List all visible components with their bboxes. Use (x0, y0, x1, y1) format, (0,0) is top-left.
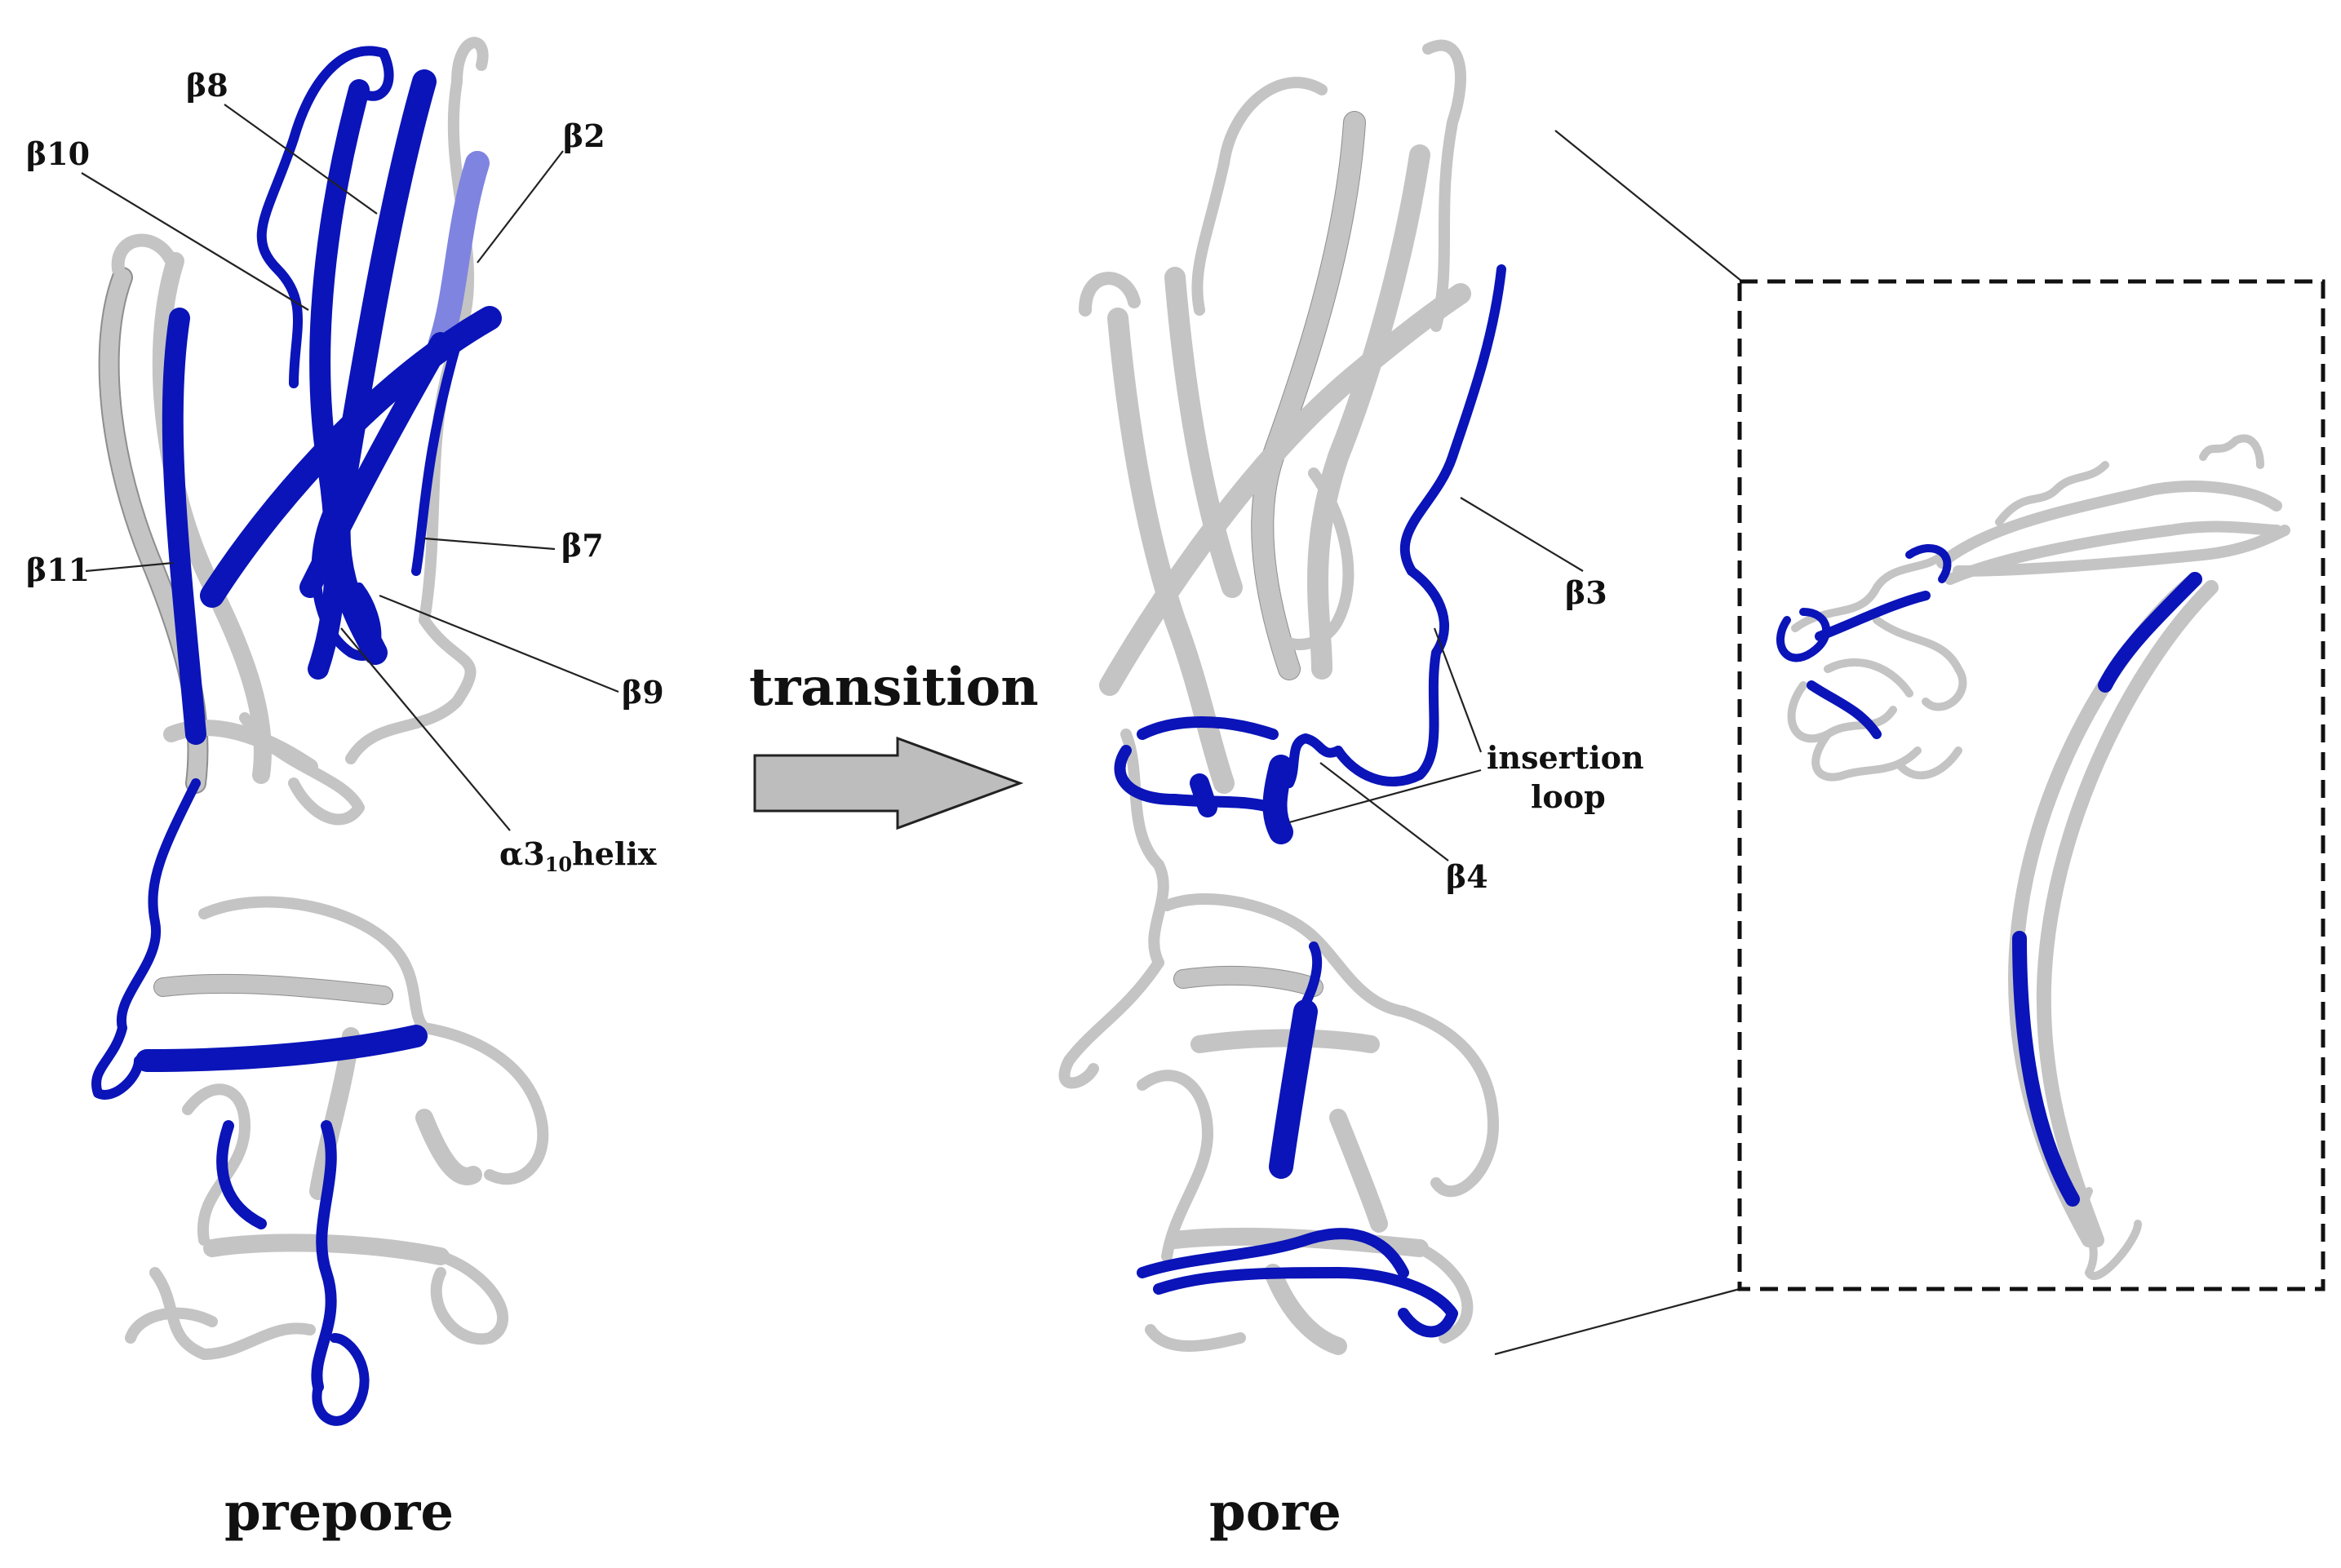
label-beta11: β11 (26, 551, 90, 588)
leader-alpha310-helix (340, 627, 511, 831)
inset-callout-top (1554, 130, 1743, 282)
transition-arrow (753, 736, 1024, 831)
label-beta7: β7 (561, 527, 604, 564)
leader-beta4 (1319, 762, 1449, 862)
leader-beta11 (85, 561, 174, 573)
inset-frame (1737, 279, 2325, 1291)
leader-beta8 (224, 104, 378, 215)
leader-beta3 (1460, 497, 1584, 572)
leader-beta2 (477, 150, 564, 264)
label-beta10: β10 (26, 135, 90, 172)
leader-insertion-1 (1433, 627, 1483, 753)
label-beta4: β4 (1446, 858, 1488, 895)
prepore-labels: β8 β10 β2 β11 β7 β9 α310helix (26, 67, 664, 876)
label-beta3: β3 (1565, 574, 1607, 611)
prepore-structure (91, 37, 549, 1426)
leader-beta7 (423, 537, 556, 551)
label-beta8: β8 (186, 67, 228, 104)
pore-labels: β3 insertion loop β4 (1288, 497, 1644, 895)
label-beta2: β2 (563, 117, 605, 154)
inset-callout-bottom (1494, 1287, 1740, 1356)
label-beta9: β9 (622, 674, 664, 711)
pore-structure (1058, 39, 1506, 1355)
leader-beta10 (81, 172, 309, 311)
inset-structure (1776, 434, 2290, 1280)
label-insertion-line1: insertion (1487, 739, 1644, 776)
prepore-title: prepore (224, 1482, 454, 1543)
leader-beta9 (379, 594, 619, 693)
pore-title: pore (1209, 1482, 1341, 1543)
label-insertion-line2: loop (1531, 778, 1606, 815)
label-alpha310-helix: α310helix (499, 835, 657, 876)
transition-label: transition (749, 657, 1039, 718)
leader-insertion-2 (1288, 768, 1482, 824)
